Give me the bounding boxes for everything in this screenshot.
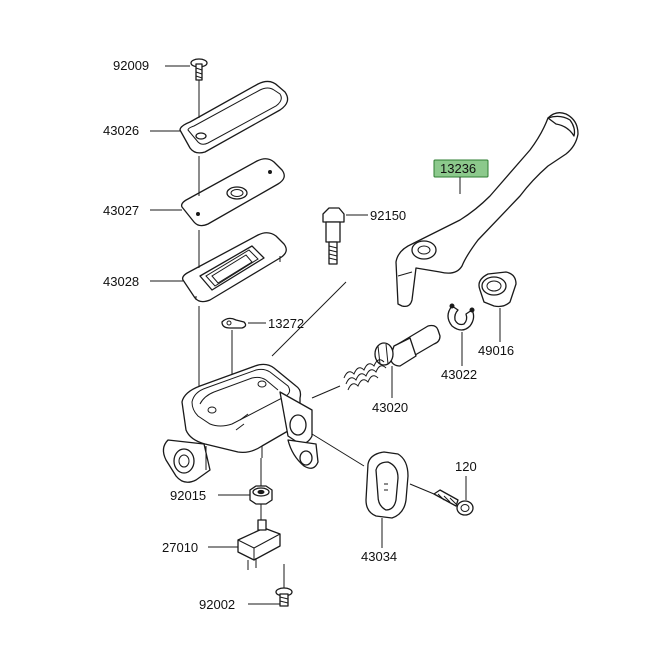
label-43020: 43020 xyxy=(372,400,408,415)
label-92150: 92150 xyxy=(370,208,406,223)
label-49016: 49016 xyxy=(478,343,514,358)
part-43034-clamp xyxy=(365,451,409,519)
assembly-line-120 xyxy=(409,483,435,495)
label-92002: 92002 xyxy=(199,597,235,612)
assembly-line-bolt xyxy=(271,281,347,357)
part-92009-screw xyxy=(190,58,208,81)
part-13236-lever xyxy=(395,112,579,308)
label-43022: 43022 xyxy=(441,367,477,382)
part-92015-nut xyxy=(249,485,273,505)
part-43027-plate xyxy=(180,158,285,227)
part-49016-boot xyxy=(478,271,517,308)
assembly-line-piston xyxy=(311,385,341,399)
label-92009: 92009 xyxy=(113,58,149,73)
part-92002-screw xyxy=(275,587,293,607)
part-120-bolt xyxy=(433,489,474,516)
part-master-cylinder xyxy=(162,363,319,483)
part-43020-piston-kit xyxy=(343,324,441,391)
label-120: 120 xyxy=(455,459,477,474)
label-43027: 43027 xyxy=(103,203,139,218)
label-13236: 13236 xyxy=(440,161,476,176)
label-27010: 27010 xyxy=(162,540,198,555)
part-27010-switch xyxy=(237,519,281,570)
label-13272: 13272 xyxy=(268,316,304,331)
label-43034: 43034 xyxy=(361,549,397,564)
part-43026-cap xyxy=(179,80,289,154)
highlight-13236 xyxy=(433,159,489,178)
part-43022-circlip xyxy=(447,303,475,331)
assembly-line-clamp xyxy=(311,433,365,467)
part-92150-bolt xyxy=(322,207,345,265)
label-43028: 43028 xyxy=(103,274,139,289)
part-43028-diaphragm xyxy=(181,232,287,303)
part-13272-clip xyxy=(221,317,247,329)
label-92015: 92015 xyxy=(170,488,206,503)
label-43026: 43026 xyxy=(103,123,139,138)
